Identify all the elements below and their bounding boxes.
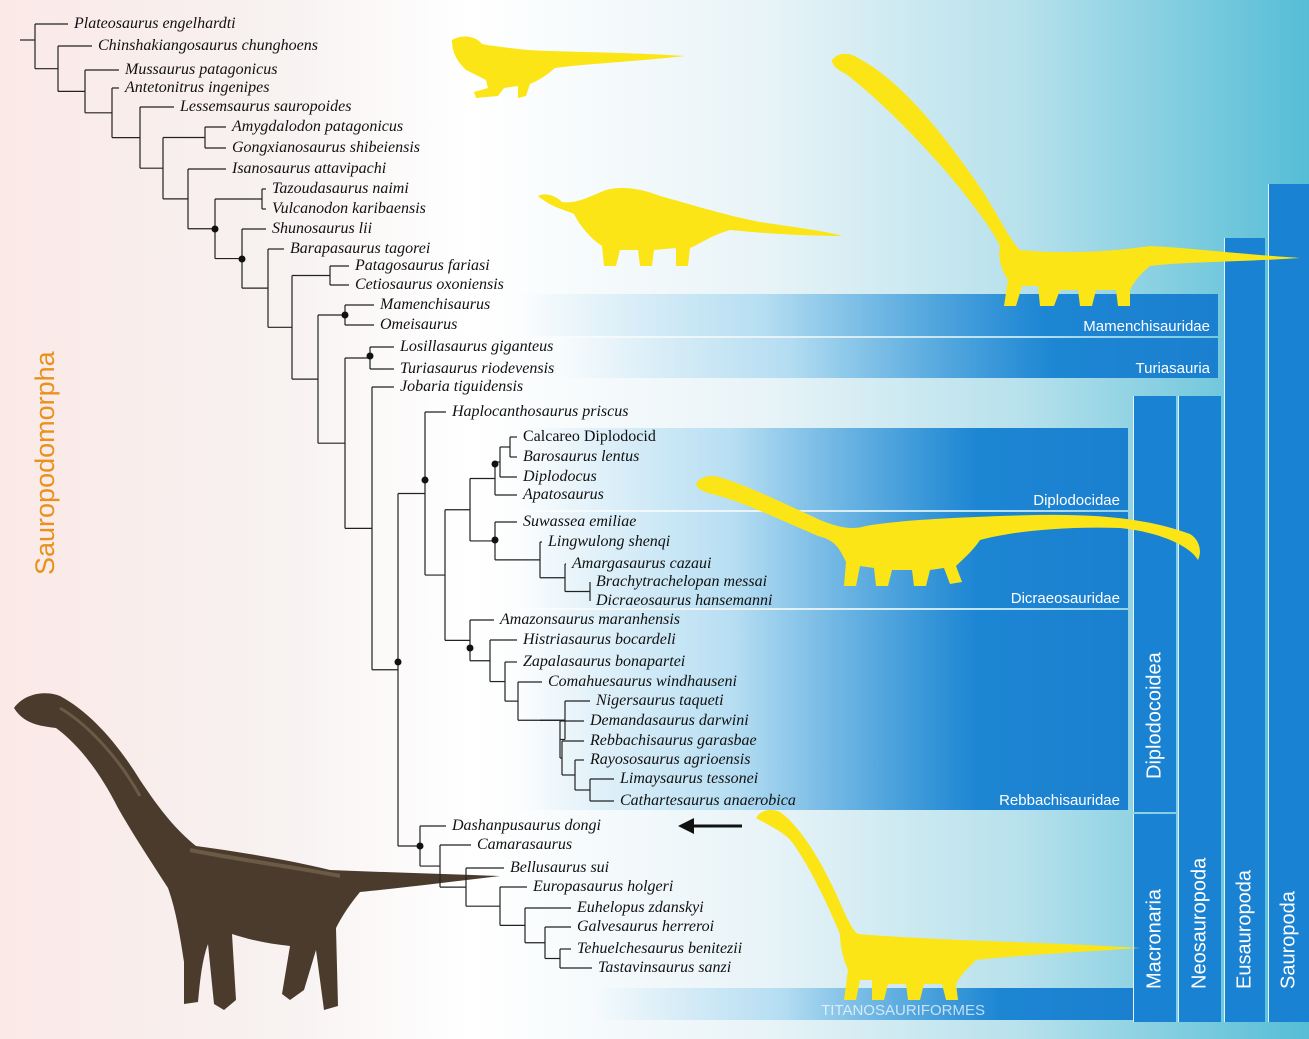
taxon-label: Tazoudasaurus naimi — [272, 180, 409, 198]
taxon-label: Euhelopus zdanskyi — [577, 899, 704, 917]
node-marker — [239, 256, 246, 263]
taxon-label: Turiasaurus riodevensis — [400, 360, 554, 378]
taxon-label: Zapalasaurus bonapartei — [523, 653, 685, 671]
taxon-label: Rayososaurus agrioensis — [590, 751, 750, 769]
taxon-label: Europasaurus holgeri — [533, 878, 673, 896]
node-marker — [467, 645, 474, 652]
taxon-label: Plateosaurus engelhardti — [74, 15, 236, 33]
taxon-label: Amargasaurus cazaui — [572, 555, 711, 573]
taxon-label: Dashanpusaurus dongi — [452, 817, 601, 835]
taxon-label: Losillasaurus giganteus — [400, 338, 553, 356]
taxon-label: Camarasaurus — [477, 836, 572, 854]
node-marker — [212, 226, 219, 233]
node-marker — [342, 312, 349, 319]
taxon-label: Demandasaurus darwini — [590, 712, 749, 730]
taxon-label: Patagosaurus fariasi — [355, 257, 490, 275]
taxon-label: Histriasaurus bocardeli — [523, 631, 676, 649]
node-marker — [492, 537, 499, 544]
taxon-label: Suwassea emiliae — [523, 513, 636, 531]
taxon-label: Galvesaurus herreroi — [577, 918, 714, 936]
taxon-label: Nigersaurus taqueti — [596, 692, 724, 710]
taxon-label: Cathartesaurus anaerobica — [620, 792, 796, 810]
taxon-label: Mamenchisaurus — [380, 296, 490, 314]
taxon-label: Tastavinsaurus sanzi — [598, 959, 731, 977]
taxon-label: Lingwulong shenqi — [548, 533, 670, 551]
taxon-label: Omeisaurus — [380, 316, 457, 334]
taxon-label: Antetonitrus ingenipes — [125, 79, 269, 97]
taxon-label: Apatosaurus — [523, 486, 604, 504]
taxon-label: Haplocanthosaurus priscus — [452, 403, 628, 421]
taxon-label: Amazonsaurus maranhensis — [500, 611, 680, 629]
taxon-label: Amygdalodon patagonicus — [232, 118, 403, 136]
taxon-label: Comahuesaurus windhauseni — [548, 673, 737, 691]
taxon-label: Calcareo Diplodocid — [523, 428, 656, 446]
taxon-label: Barosaurus lentus — [523, 448, 639, 466]
taxon-label: Dicraeosaurus hansemanni — [596, 592, 772, 610]
taxon-label: Barapasaurus tagorei — [290, 240, 430, 258]
node-marker — [417, 843, 424, 850]
taxon-label: Bellusaurus sui — [510, 859, 609, 877]
taxon-label: Jobaria tiguidensis — [400, 378, 523, 396]
taxon-label: Shunosaurus lii — [272, 220, 372, 238]
node-marker — [367, 353, 374, 360]
taxon-label: Brachytrachelopan messai — [596, 573, 767, 591]
taxon-label: Vulcanodon karibaensis — [272, 200, 426, 218]
taxon-label: Tehuelchesaurus benitezii — [577, 940, 742, 958]
taxon-label: Mussaurus patagonicus — [125, 61, 277, 79]
taxon-label: Gongxianosaurus shibeiensis — [232, 139, 420, 157]
taxon-label: Rebbachisaurus garasbae — [590, 732, 757, 750]
taxon-label: Lessemsaurus sauropoides — [180, 98, 351, 116]
taxon-label: Cetiosaurus oxoniensis — [355, 276, 504, 294]
node-marker — [492, 461, 499, 468]
taxon-label: Chinshakiangosaurus chunghoens — [98, 37, 318, 55]
taxon-label: Limaysaurus tessonei — [620, 770, 758, 788]
taxon-label: Diplodocus — [523, 468, 597, 486]
sauropodomorpha-label: Sauropodomorpha — [30, 351, 61, 575]
node-marker — [422, 477, 429, 484]
node-marker — [395, 659, 402, 666]
taxon-label: Isanosaurus attavipachi — [232, 160, 386, 178]
